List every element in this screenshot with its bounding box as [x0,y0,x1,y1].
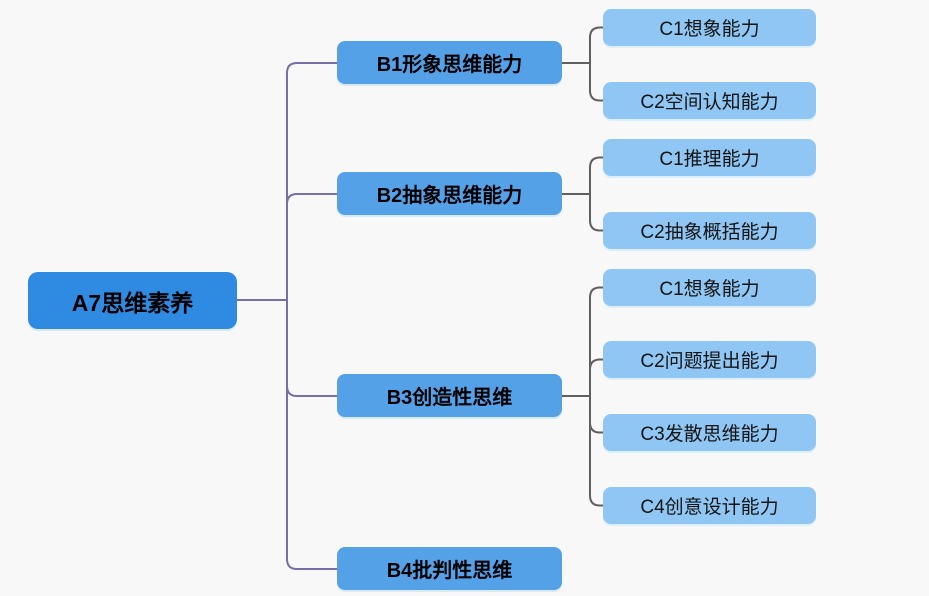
node-b3-c4[interactable]: C4创意设计能力 [603,487,816,524]
level2-connectors [561,26,604,507]
node-b3-c2[interactable]: C2问题提出能力 [603,341,816,378]
connector-b2-children [561,156,604,232]
node-b2[interactable]: B2抽象思维能力 [337,172,562,215]
node-b1[interactable]: B1形象思维能力 [337,41,562,84]
connector-b1-children [561,26,604,102]
node-label: B1形象思维能力 [376,54,523,76]
node-label: B3创造性思维 [386,387,513,409]
node-label: C1推理能力 [659,149,760,170]
node-b4[interactable]: B4批判性思维 [337,547,562,590]
node-b2-c2[interactable]: C2抽象概括能力 [603,212,816,249]
node-b3-c1[interactable]: C1想象能力 [603,269,816,306]
connector-trunk-b3 [286,385,338,397]
node-b1-c2[interactable]: C2空间认知能力 [603,82,816,119]
node-label: B4批判性思维 [386,560,513,582]
node-b1-c1[interactable]: C1想象能力 [603,9,816,46]
node-label: C4创意设计能力 [640,497,779,518]
node-a7-root[interactable]: A7思维素养 [28,272,237,329]
node-label: A7思维素养 [71,289,194,316]
level1-connectors [236,62,338,570]
node-label: C2空间认知能力 [640,92,779,113]
node-label: C1想象能力 [659,279,760,300]
connector-trunk-b2 [286,193,338,205]
node-label: B2抽象思维能力 [376,185,523,207]
connector-b3-children [561,286,604,507]
node-label: C2问题提出能力 [640,351,779,372]
node-b3-c3[interactable]: C3发散思维能力 [603,414,816,451]
node-label: C3发散思维能力 [640,424,779,445]
node-label: C1想象能力 [659,19,760,40]
node-label: C2抽象概括能力 [640,222,779,243]
node-b2-c1[interactable]: C1推理能力 [603,139,816,176]
node-b3[interactable]: B3创造性思维 [337,374,562,417]
connector-trunk-b1-b4 [286,62,338,570]
